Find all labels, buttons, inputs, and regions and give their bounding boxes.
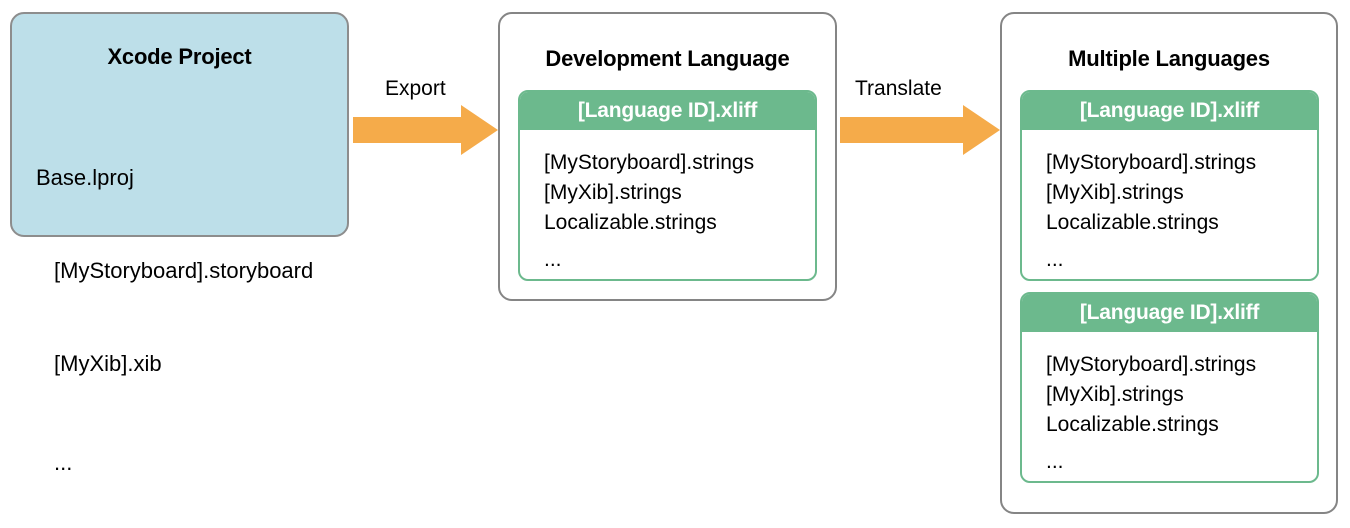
xliff-card: [Language ID].xliff [MyStoryboard].strin…	[1020, 90, 1319, 281]
file-line: Base.lproj	[36, 165, 134, 190]
file-line: [MyStoryboard].storyboard	[54, 258, 314, 283]
file-line: [MyXib].xib	[54, 351, 162, 376]
file-line-ellipsis: ...	[1046, 450, 1064, 473]
xcode-project-box: Xcode Project Base.lproj [MyStoryboard].…	[10, 12, 349, 475]
file-line: [MyStoryboard].strings	[1046, 353, 1257, 376]
xliff-card-header: [Language ID].xliff	[1022, 294, 1317, 332]
multiple-languages-box: Multiple Languages [Language ID].xliff […	[1000, 12, 1338, 514]
file-line: [MyStoryboard].strings	[544, 151, 755, 174]
xliff-card-file-list: [MyStoryboard].strings [MyXib].strings L…	[1022, 130, 1317, 275]
file-line: [MyXib].strings	[1046, 181, 1184, 204]
xliff-card: [Language ID].xliff [MyStoryboard].strin…	[518, 90, 817, 281]
xliff-card-file-list: [MyStoryboard].strings [MyXib].strings L…	[1022, 332, 1317, 477]
development-language-title: Development Language	[545, 46, 790, 71]
file-line: [MyStoryboard].strings	[1046, 151, 1257, 174]
file-line: [MyXib].strings	[544, 181, 682, 204]
arrow-label-export: Export	[385, 77, 446, 100]
multiple-languages-title: Multiple Languages	[1068, 46, 1270, 71]
export-arrow	[353, 105, 498, 165]
translate-arrow	[840, 105, 1000, 165]
file-line: [MyXib].strings	[1046, 383, 1184, 406]
file-line-ellipsis: ...	[544, 248, 562, 271]
file-line: Localizable.strings	[1046, 413, 1219, 436]
file-line-ellipsis: ...	[1046, 248, 1064, 271]
xliff-card-header: [Language ID].xliff	[520, 92, 815, 130]
file-line: Localizable.strings	[1046, 211, 1219, 234]
xliff-card-header: [Language ID].xliff	[1022, 92, 1317, 130]
xliff-card: [Language ID].xliff [MyStoryboard].strin…	[1020, 292, 1319, 483]
file-line: Localizable.strings	[544, 211, 717, 234]
xliff-card-file-list: [MyStoryboard].strings [MyXib].strings L…	[520, 130, 815, 275]
xcode-project-title: Xcode Project	[107, 44, 252, 69]
file-line-ellipsis: ...	[54, 450, 73, 475]
development-language-box: Development Language [Language ID].xliff…	[498, 12, 837, 301]
arrow-label-translate: Translate	[855, 77, 942, 100]
xcode-project-file-list: Base.lproj [MyStoryboard].storyboard [My…	[36, 100, 347, 528]
